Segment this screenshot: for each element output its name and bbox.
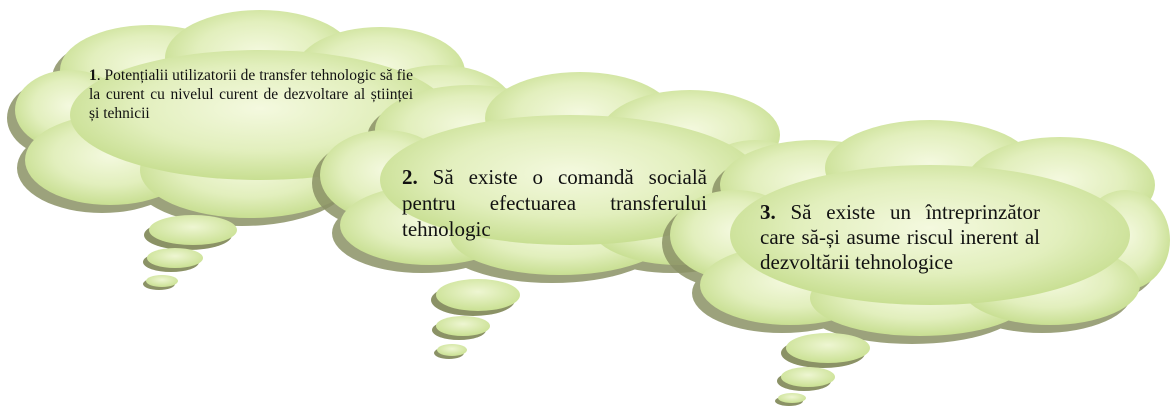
cloud-1-number: 1: [89, 67, 97, 84]
cloud-2-text: 2. Să existe o comandă socială pentru ef…: [402, 164, 707, 242]
cloud-3: [662, 120, 1170, 406]
cloud-1-text: 1. Potențialii utilizatorii de transfer …: [89, 66, 413, 123]
cloud-3-number: 3.: [760, 200, 776, 224]
cloud-2-number: 2.: [402, 165, 418, 189]
cloud-3-text: 3. Să existe un întreprinzător care să-ș…: [760, 200, 1040, 275]
cloud-3-tail-bubbles: [775, 333, 870, 406]
cloud-1-tail-bubbles: [143, 215, 237, 290]
cloud-2-tail-bubbles: [431, 279, 520, 359]
cloud-2-body-text: Să existe o comandă socială pentru efect…: [402, 165, 707, 241]
cloud-3-body-text: Să existe un întreprinzător care să-și a…: [760, 200, 1040, 274]
cloud-1-body-text: Potențialii utilizatorii de transfer teh…: [89, 67, 413, 122]
cloud-1-number-suffix: .: [96, 67, 101, 84]
cloud-3-body: [670, 120, 1170, 336]
